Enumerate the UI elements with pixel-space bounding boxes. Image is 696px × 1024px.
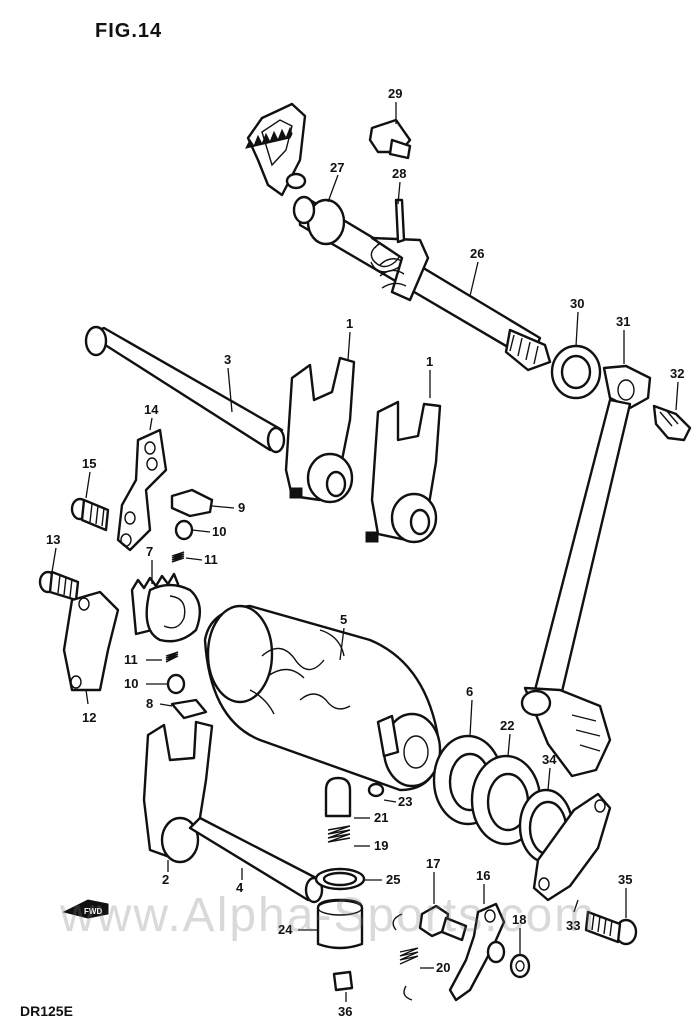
callout-23: 23 — [398, 794, 412, 809]
callout-10b: 10 — [124, 676, 138, 691]
callout-35: 35 — [618, 872, 632, 887]
callout-36: 36 — [338, 1004, 352, 1019]
pin-23 — [367, 782, 385, 798]
model-code: DR125E — [20, 1003, 73, 1019]
callout-34: 34 — [542, 752, 557, 767]
leader-lines — [51, 102, 679, 1002]
callout-1b: 1 — [426, 354, 433, 369]
spring-20 — [392, 913, 419, 1001]
callout-32: 32 — [670, 366, 684, 381]
callout-7: 7 — [146, 544, 153, 559]
callout-30: 30 — [570, 296, 584, 311]
cam-stopper-9 — [170, 488, 214, 518]
pin-10a — [174, 519, 194, 541]
spring-19 — [327, 825, 351, 843]
callout-5: 5 — [340, 612, 347, 627]
bolt-35 — [584, 910, 638, 946]
callout-26: 26 — [470, 246, 484, 261]
callout-8: 8 — [146, 696, 153, 711]
callout-14: 14 — [144, 402, 159, 417]
callout-25: 25 — [386, 872, 400, 887]
bolt-17 — [418, 904, 468, 942]
neutral-contact-21 — [324, 776, 352, 818]
cam-pawl-8 — [170, 698, 208, 720]
shift-fork-2 — [142, 720, 214, 864]
callout-22: 22 — [500, 718, 514, 733]
callout-29: 29 — [388, 86, 402, 101]
cam-driven-gear-7 — [130, 572, 202, 643]
screw-13 — [38, 570, 80, 602]
figure-title: FIG.14 — [95, 20, 163, 42]
shift-fork-shaft-3 — [84, 325, 286, 454]
callout-20: 20 — [436, 960, 450, 975]
callout-19: 19 — [374, 838, 388, 853]
pin-10b — [166, 673, 186, 695]
gearshift-lever-31 — [520, 364, 692, 778]
callout-18: 18 — [512, 912, 526, 927]
screw-36 — [332, 970, 354, 992]
lever-16 — [448, 902, 506, 1002]
callout-16: 16 — [476, 868, 490, 883]
neutral-switch-24 — [316, 898, 364, 950]
callout-15: 15 — [82, 456, 96, 471]
spring-11a — [171, 551, 185, 563]
callout-24: 24 — [278, 922, 293, 937]
o-ring-25 — [314, 867, 366, 891]
fwd-mark: FWD — [84, 907, 102, 916]
spring-11b — [165, 651, 179, 663]
callout-12: 12 — [82, 710, 96, 725]
callout-4: 4 — [236, 880, 244, 895]
callout-9: 9 — [238, 500, 245, 515]
callout-31: 31 — [616, 314, 630, 329]
oil-seal-30 — [550, 344, 602, 400]
gear-shift-cam-5 — [203, 604, 442, 792]
shift-fork-1b — [365, 400, 442, 544]
cam-guide-plate-12 — [62, 590, 120, 692]
callout-17: 17 — [426, 856, 440, 871]
callout-3: 3 — [224, 352, 231, 367]
watermark: www.Alpha-Sports.com — [60, 889, 597, 942]
callout-33: 33 — [566, 918, 580, 933]
callout-21: 21 — [374, 810, 388, 825]
callout-1a: 1 — [346, 316, 353, 331]
callout-13: 13 — [46, 532, 60, 547]
washer-18 — [509, 953, 531, 979]
callout-6: 6 — [466, 684, 473, 699]
callout-11a: 11 — [204, 552, 218, 567]
callout-2: 2 — [162, 872, 169, 887]
screw-15 — [70, 497, 110, 532]
callout-labels: 29 27 28 26 30 31 32 1 1 3 14 15 9 10 11… — [46, 86, 684, 1019]
cam-stopper-plate-14 — [116, 428, 168, 552]
cover-33 — [532, 792, 612, 902]
callout-10a: 10 — [212, 524, 226, 539]
callout-27: 27 — [330, 160, 344, 175]
forward-arrow: FWD — [62, 899, 109, 919]
callout-11b: 11 — [124, 652, 138, 667]
callout-28: 28 — [392, 166, 406, 181]
gearshift-shaft-assembly — [245, 102, 552, 372]
shift-fork-1a — [284, 356, 356, 504]
